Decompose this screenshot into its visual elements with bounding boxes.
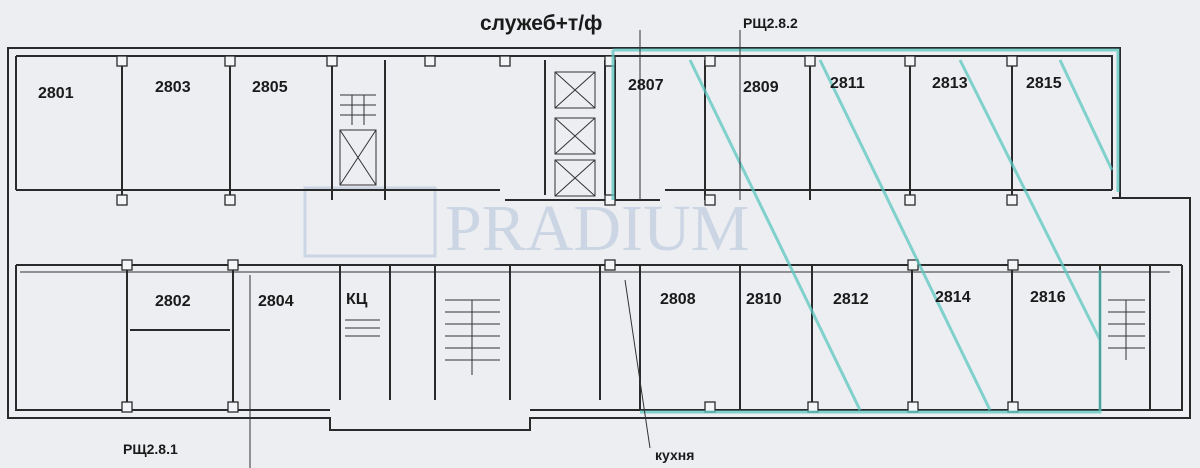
room-2801: 2801 bbox=[38, 85, 74, 102]
north-partitions bbox=[121, 60, 1013, 200]
room-labels-north: 2801 2803 2805 2807 2809 2811 2813 2815 bbox=[38, 75, 1062, 102]
room-2809: 2809 bbox=[743, 79, 779, 96]
south-partitions bbox=[126, 265, 1151, 410]
label-panel-2-8-2: РЩ2.8.2 bbox=[743, 15, 798, 31]
corridor-walls bbox=[16, 189, 1182, 273]
room-kc: КЦ bbox=[346, 291, 368, 308]
room-2813: 2813 bbox=[932, 75, 968, 92]
room-2805: 2805 bbox=[252, 79, 288, 96]
room-2812: 2812 bbox=[833, 291, 869, 308]
label-service-tf: служеб+т/ф bbox=[480, 12, 602, 35]
room-2804: 2804 bbox=[258, 293, 294, 310]
highlight-area bbox=[611, 48, 1120, 414]
room-2815: 2815 bbox=[1026, 75, 1062, 92]
room-2802: 2802 bbox=[155, 293, 191, 310]
label-kitchen: кухня bbox=[655, 447, 694, 463]
leader-lines bbox=[249, 30, 741, 468]
room-2808: 2808 bbox=[660, 291, 696, 308]
watermark-text: PRADIUM bbox=[445, 192, 749, 265]
room-2814: 2814 bbox=[935, 289, 971, 306]
stairs-south bbox=[345, 299, 1145, 375]
columns bbox=[116, 55, 1019, 413]
outer-walls bbox=[7, 47, 1191, 431]
room-2816: 2816 bbox=[1030, 289, 1066, 306]
elevator-shafts bbox=[339, 71, 596, 197]
room-2811: 2811 bbox=[830, 75, 865, 92]
room-2803: 2803 bbox=[155, 79, 191, 96]
room-labels-south: 2802 2804 КЦ 2808 2810 2812 2814 2816 bbox=[155, 289, 1066, 310]
room-2807: 2807 bbox=[628, 77, 664, 94]
watermark-logo: PRADIUM bbox=[303, 186, 749, 265]
room-2810: 2810 bbox=[746, 291, 782, 308]
label-panel-2-8-1: РЩ2.8.1 bbox=[123, 441, 178, 457]
